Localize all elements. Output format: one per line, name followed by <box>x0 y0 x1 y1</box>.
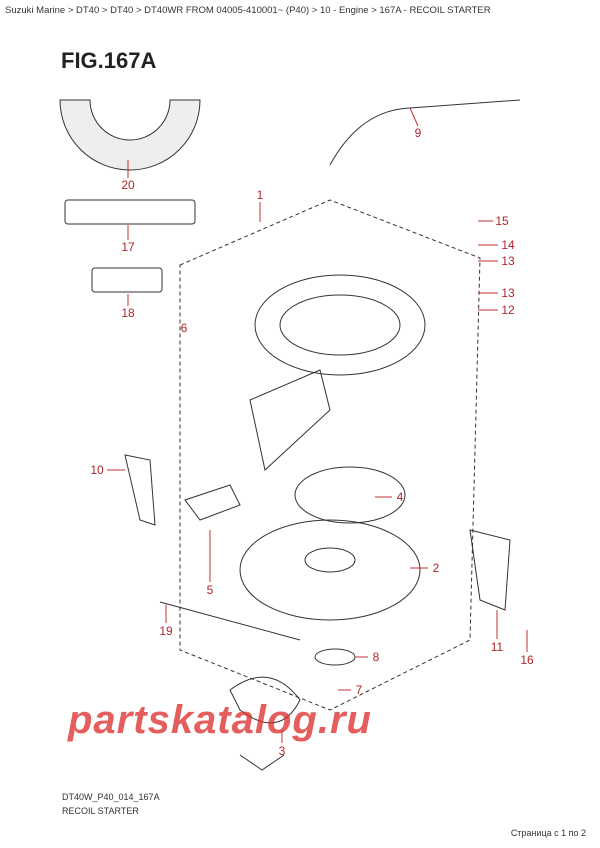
callout-19[interactable]: 19 <box>159 624 173 638</box>
part-8-cap <box>314 648 356 666</box>
diagram-name: RECOIL STARTER <box>62 806 139 816</box>
part-1-housing <box>254 274 426 376</box>
callout-15[interactable]: 15 <box>495 214 509 228</box>
diagram-code: DT40W_P40_014_167A <box>62 792 160 802</box>
part-20-mat <box>59 99 201 171</box>
part-17-label <box>64 199 196 225</box>
callout-11[interactable]: 11 <box>490 640 504 654</box>
callout-8[interactable]: 8 <box>372 650 380 664</box>
part-2-pulley <box>239 519 421 621</box>
watermark: partskatalog.ru <box>68 698 372 742</box>
part-10-bracket <box>124 454 156 526</box>
part-11-bracket <box>469 529 511 611</box>
callout-2[interactable]: 2 <box>432 561 440 575</box>
page-indicator: Страница с 1 по 2 <box>510 828 586 838</box>
part-9-cable <box>329 99 521 166</box>
callout-18[interactable]: 18 <box>121 306 135 320</box>
part-4-reel <box>294 466 406 524</box>
callout-13b[interactable]: 13 <box>501 286 515 300</box>
part-5-handle <box>184 484 241 521</box>
part-3-spring <box>229 676 301 724</box>
part-1-arm <box>249 369 331 471</box>
breadcrumb[interactable]: Suzuki Marine > DT40 > DT40 > DT40WR FRO… <box>5 5 491 16</box>
part-19-rope <box>159 601 301 641</box>
callout-16[interactable]: 16 <box>520 653 534 667</box>
callout-13a[interactable]: 13 <box>501 254 515 268</box>
callout-9[interactable]: 9 <box>414 126 422 140</box>
frame-outline <box>179 199 481 711</box>
callout-17[interactable]: 17 <box>121 240 135 254</box>
figure-title: FIG.167A <box>61 48 157 73</box>
callout-10[interactable]: 10 <box>90 463 104 477</box>
callout-7[interactable]: 7 <box>355 683 363 697</box>
callout-5[interactable]: 5 <box>206 583 214 597</box>
callout-3[interactable]: 3 <box>278 744 286 758</box>
callout-4[interactable]: 4 <box>396 490 404 504</box>
part-3-bracket-mark <box>239 754 285 771</box>
callout-20[interactable]: 20 <box>121 178 135 192</box>
callout-14[interactable]: 14 <box>501 238 515 252</box>
callout-1[interactable]: 1 <box>256 188 264 202</box>
callout-6[interactable]: 6 <box>180 321 188 335</box>
part-1-housing-inner <box>279 294 401 356</box>
leader-lines <box>107 107 528 743</box>
part-2-hub <box>304 547 356 573</box>
part-18-label <box>91 267 163 293</box>
callout-12[interactable]: 12 <box>501 303 515 317</box>
